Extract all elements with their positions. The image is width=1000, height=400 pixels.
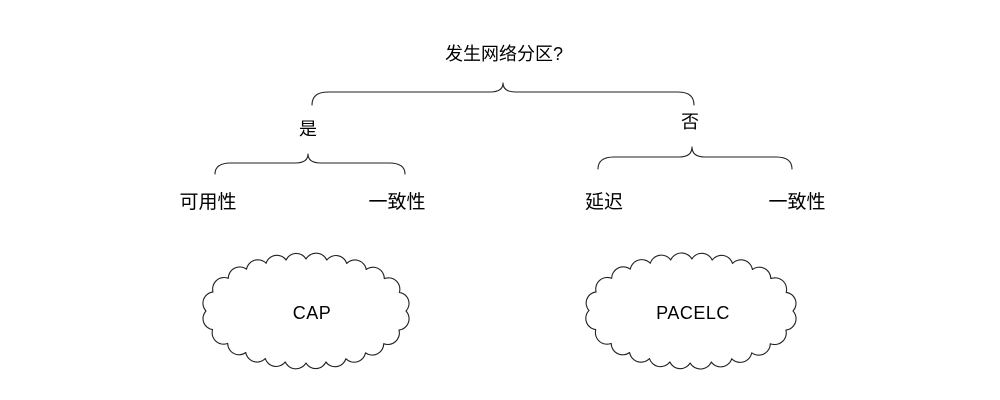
yes-option-consistency: 一致性 xyxy=(368,192,426,213)
root-brace xyxy=(311,82,695,106)
root-question: 发生网络分区? xyxy=(444,44,564,64)
pacelc-cloud-label: PACELC xyxy=(656,303,730,323)
cap-cloud-shape xyxy=(202,252,410,370)
no-branch-brace xyxy=(597,146,793,170)
no-option-latency: 延迟 xyxy=(584,192,624,213)
branch-yes-label: 是 xyxy=(299,119,317,139)
pacelc-cloud-shape xyxy=(585,252,797,370)
cap-cloud-label: CAP xyxy=(292,303,332,323)
yes-option-availability: 可用性 xyxy=(179,192,237,213)
no-option-consistency: 一致性 xyxy=(768,192,826,213)
branch-no-label: 否 xyxy=(681,112,699,132)
yes-branch-brace xyxy=(214,153,406,175)
